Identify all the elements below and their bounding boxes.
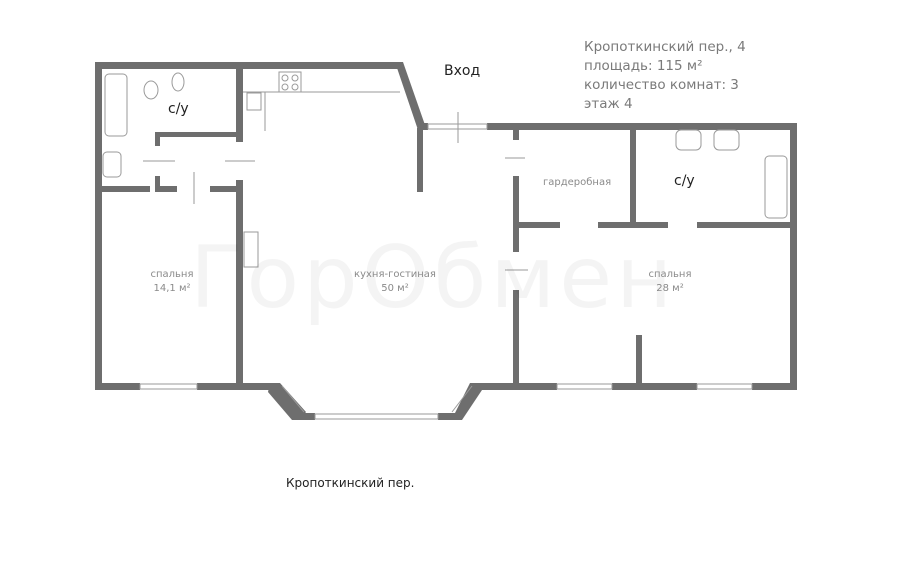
wardrobe-label: гардеробная <box>543 177 612 188</box>
watermark: ГорОбмен <box>190 228 676 328</box>
room-area: 28 м² <box>656 283 684 294</box>
apartment-info: Кропоткинский пер., 4 площадь: 115 м² ко… <box>584 38 746 114</box>
floor: этаж 4 <box>584 96 633 112</box>
street-label: Кропоткинский пер. <box>286 476 415 490</box>
bathtub-icon <box>104 73 128 137</box>
sink-icon <box>102 151 122 178</box>
toilet-icon <box>143 80 159 100</box>
room-name: кухня-гостиная <box>354 269 436 280</box>
bathroom-right-label: с/у <box>674 173 695 189</box>
sink-icon <box>675 129 702 151</box>
doors <box>143 112 528 271</box>
area: площадь: 115 м² <box>584 58 703 74</box>
sink-icon <box>713 129 740 151</box>
rooms-count: количество комнат: 3 <box>584 77 739 93</box>
windows <box>139 123 753 420</box>
bedroom-left-label: спальня 14,1 м² <box>140 268 204 296</box>
entrance-label: Вход <box>444 63 481 79</box>
fixtures <box>102 71 788 268</box>
room-area: 50 м² <box>381 283 409 294</box>
bathroom-left-label: с/у <box>168 101 189 117</box>
sink-icon <box>243 231 259 268</box>
walls <box>95 62 797 420</box>
room-name: спальня <box>150 269 194 280</box>
bidet-icon <box>171 72 185 92</box>
kitchen-sink-icon <box>246 92 262 111</box>
room-area: 14,1 м² <box>153 283 191 294</box>
living-room-label: кухня-гостиная 50 м² <box>335 268 455 296</box>
address: Кропоткинский пер., 4 <box>584 39 746 55</box>
room-name: спальня <box>648 269 692 280</box>
bedroom-right-label: спальня 28 м² <box>638 268 702 296</box>
bathtub-icon <box>764 155 788 219</box>
